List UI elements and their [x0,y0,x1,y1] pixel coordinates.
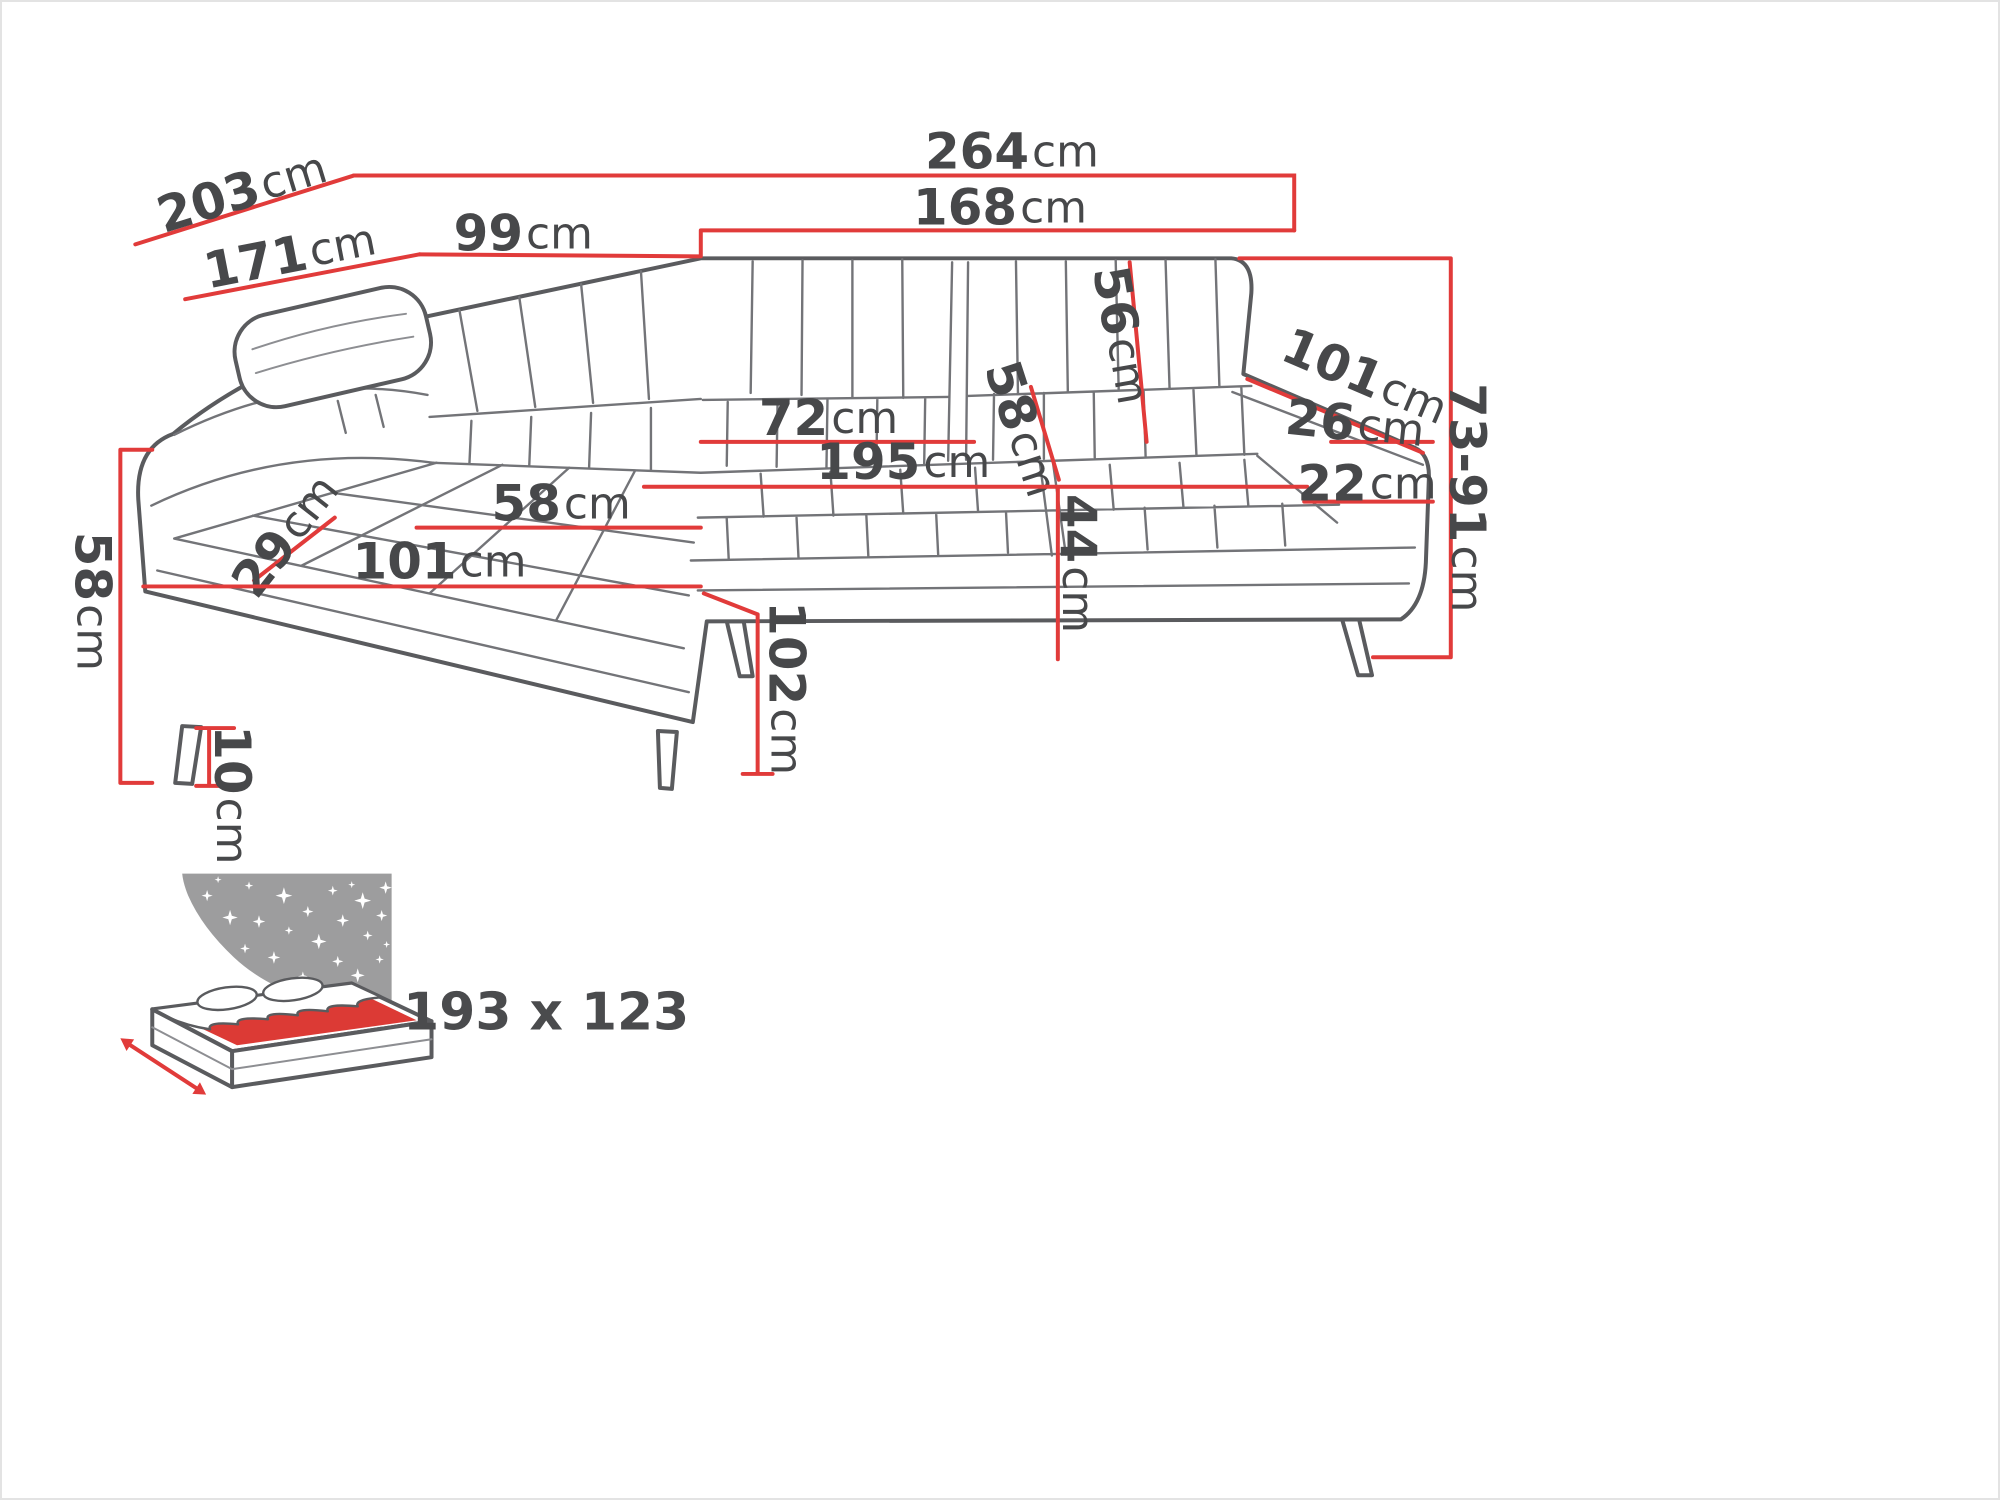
chaise-seat-tufting-lines [156,461,696,694]
dim-label-chaise-length: 102cm [758,601,816,775]
dimension-chaise-width: 99cm [417,204,701,262]
dim-label-armrest-top-width: 26cm [1283,388,1428,460]
dim-line-backrest-height [1127,260,1149,444]
armrest-right-seams [1231,390,1425,524]
dim-label-adjustable-height: 73-91cm [1438,383,1496,612]
dim-label-seat-height: 44cm [1049,494,1107,633]
dim-label-backrest-height: 56cm [1081,262,1162,409]
dim-label-total-width: 264cm [925,123,1099,181]
dim-label-chaise-front-width: 101cm [353,533,527,591]
dimension-armrest-height: 22cm [1297,455,1436,513]
dim-label-seat-depth: 72cm [759,389,898,447]
dim-label-side-height: 58cm [63,532,121,671]
chaise-back-tufting-lines [428,270,702,471]
dimension-armrest-top-width: 26cm [1283,388,1435,460]
dimension-chaise-front-width: 101cm [141,533,703,591]
mattress-pillow [196,985,258,1012]
pull-out-arrow-line [128,1043,199,1091]
headrest-pillow-seam [251,312,415,375]
mattress [150,976,434,1090]
sofa-leg [655,729,679,791]
dim-line-backrest-depth [1028,384,1061,482]
dimension-seat-height: 44cm [1049,486,1107,662]
dim-line-leg-height [194,726,237,788]
sofa-leg [1340,617,1374,678]
sofa-leg [724,619,755,679]
mattress-pillow [262,976,324,1003]
dim-label-seat-section-width: 168cm [913,178,1087,236]
sofa-legs [173,617,1374,791]
dim-label-seat-length: 195cm [816,433,990,491]
sofa-illustration [136,256,1431,791]
dim-line-seat-section-width [698,228,1297,259]
sofa-body-outline [136,256,1431,725]
dimension-leg-height: 10cm [194,725,261,865]
dimension-side-height: 58cm [63,447,155,785]
dimension-total-width: 264cm [351,123,1297,233]
dimension-seat-depth: 72cm [698,389,977,447]
dim-label-chaise-width: 99cm [454,204,593,262]
dimension-chaise-seat-width: 58cm [414,475,703,533]
dim-line-chaise-width [417,252,701,259]
sleeping-function: 193 x 123 [120,873,689,1095]
dim-line-chaise-length [701,591,775,776]
dim-label-leg-height: 10cm [203,725,261,864]
dimension-seat-section-width: 168cm [698,178,1297,259]
dim-label-chaise-seat-width: 58cm [492,475,631,533]
dimension-seat-length: 195cm [641,433,1310,491]
sofa-leg [173,724,204,786]
dimension-chaise-length: 102cm [701,591,816,776]
dim-line-total-width [351,173,1297,233]
mattress-seam [151,1026,433,1071]
dim-line-headrest-depth [251,515,337,583]
sleeping-area-size-label: 193 x 123 [403,982,689,1042]
dim-line-side-height [118,447,155,785]
pull-out-arrow-icon [120,1038,207,1095]
dim-line-total-depth [133,173,356,247]
pull-out-arrow-head [120,1038,135,1051]
dimension-adjustable-height: 73-91cm [1237,256,1496,660]
dim-line-inner-depth [183,252,422,302]
headrest-hinge [336,393,385,435]
headrest-pillow [232,284,434,435]
mattress-blanket [151,982,383,1031]
dim-label-armrest-height: 22cm [1297,455,1436,513]
pull-out-arrow-head [192,1082,207,1095]
headboard [182,873,392,1007]
dim-line-adjustable-height [1237,256,1453,660]
dimension-backrest-height: 56cm [1081,260,1162,444]
